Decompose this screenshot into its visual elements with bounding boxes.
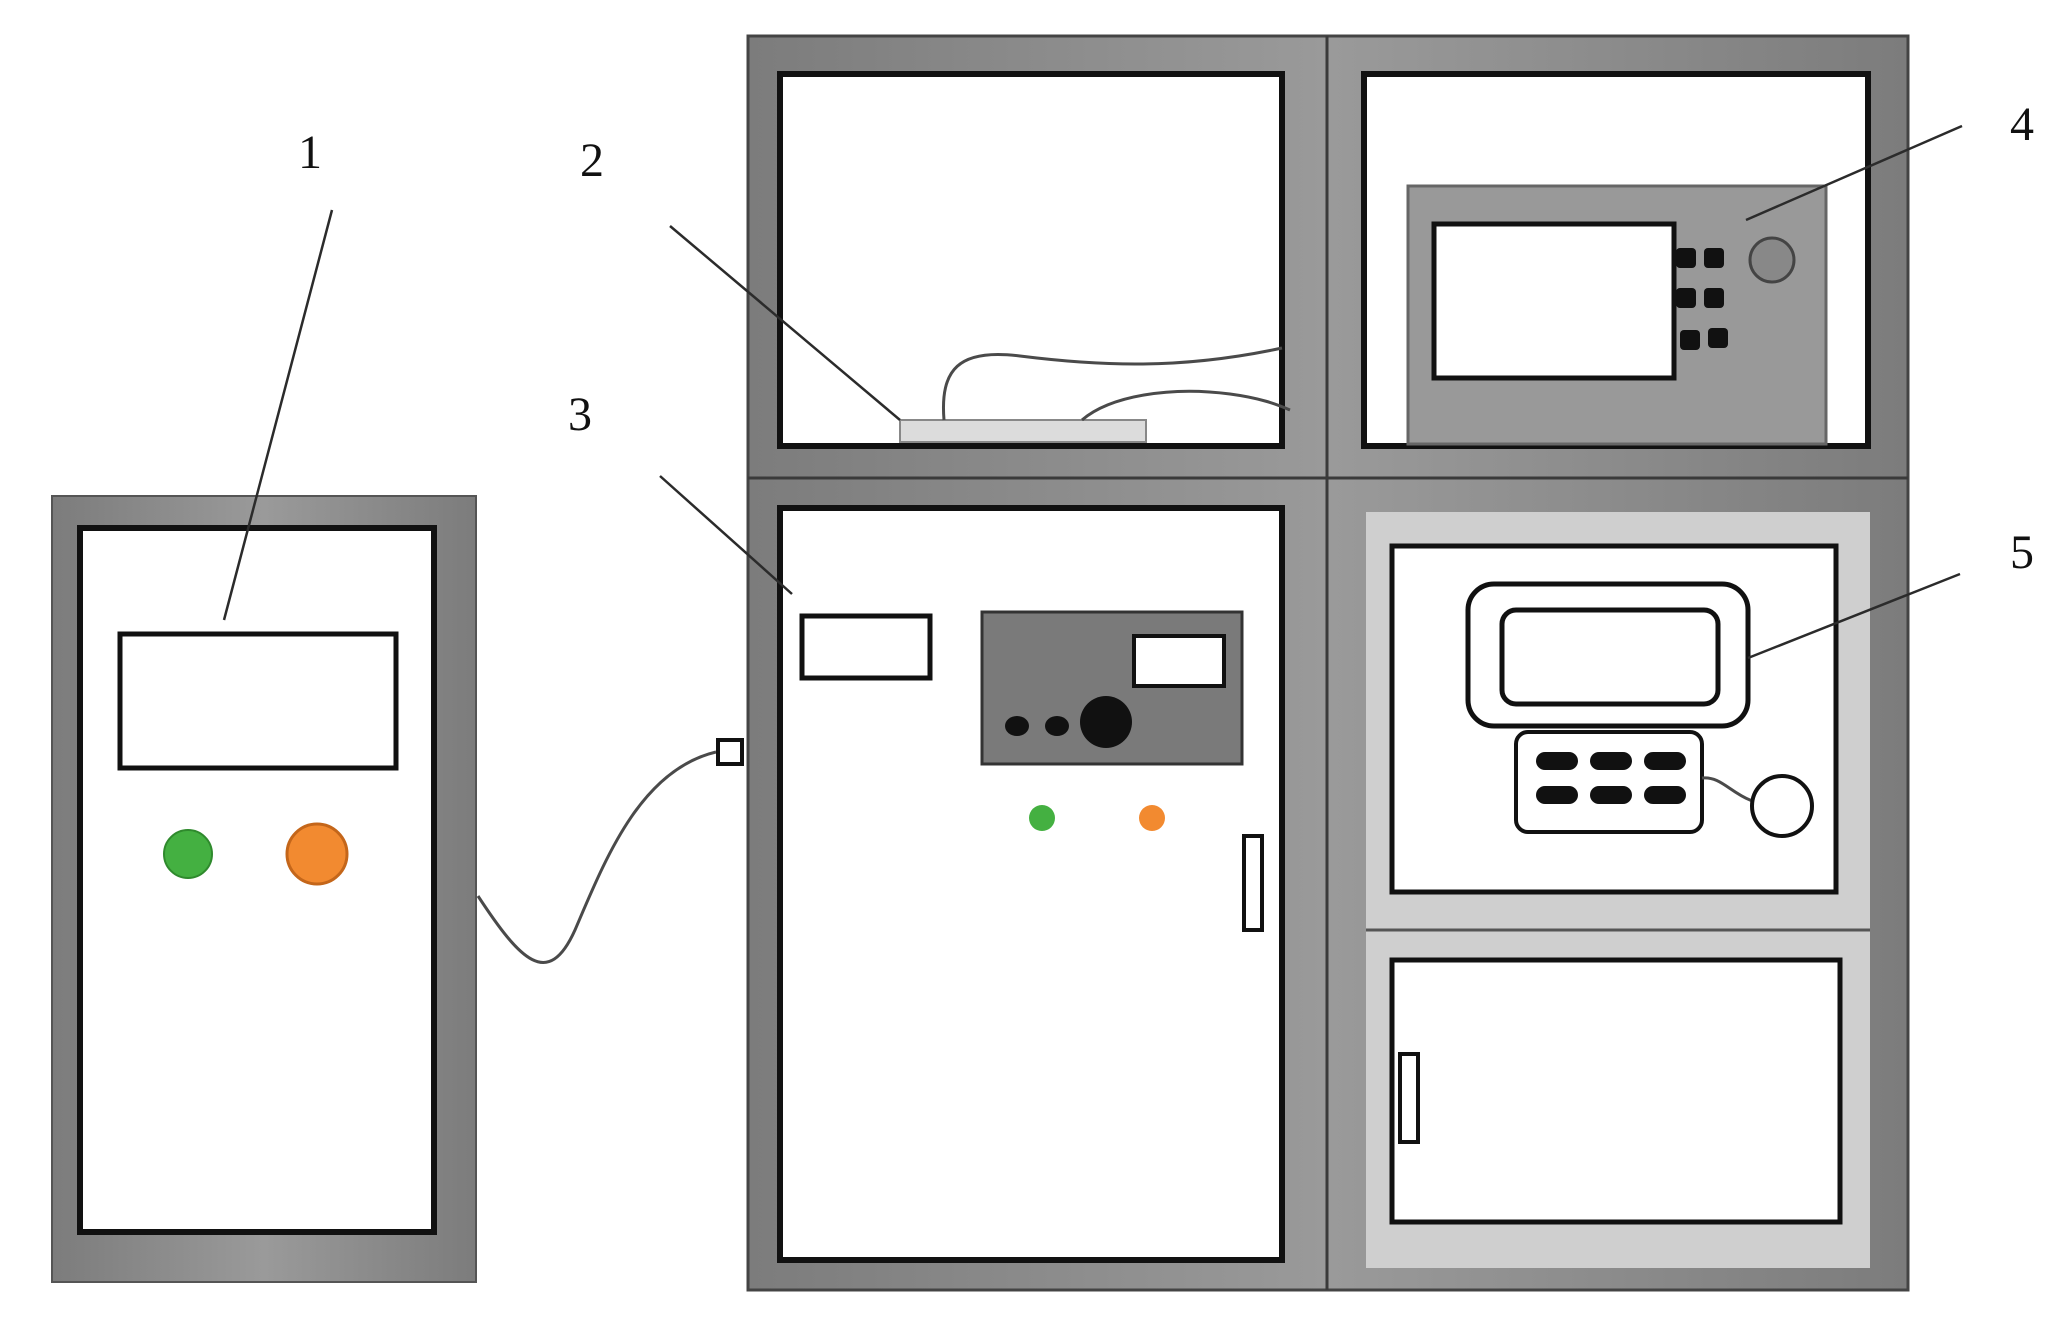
measuring-instrument-knob [1748,236,1796,284]
test-chamber-orange-indicator [1139,805,1165,831]
instrument-button [1704,248,1724,268]
instrument-button [1704,288,1724,308]
instrument-button [1708,328,1728,348]
test-chamber-green-indicator [1029,805,1055,831]
control-unit-large-knob [1080,696,1132,748]
sample-plate [899,419,1147,443]
storage-compartment-door [1389,957,1843,1225]
storage-compartment-handle [1398,1052,1420,1144]
terminal-key [1590,752,1632,770]
instrument-button [1676,248,1696,268]
data-terminal-keys [1536,752,1686,804]
lower-right-compartment [1366,512,1870,1268]
data-terminal-keypad [1514,730,1704,834]
control-cabinet-orange-indicator [285,822,349,886]
callout-label-4: 4 [2010,98,2034,151]
test-chamber-door-handle [1242,834,1264,932]
leader-line-3 [659,475,793,595]
upper-left-window [777,71,1285,449]
control-cabinet-display [117,631,399,771]
terminal-key [1590,786,1632,804]
test-chamber-cabinet [777,505,1285,1263]
leader-line-2 [669,225,901,421]
terminal-key [1536,752,1578,770]
instrument-button [1676,288,1696,308]
upper-right-compartment [1361,71,1871,449]
cable-connector [716,738,744,766]
sample-wire-1 [941,346,1283,421]
terminal-key [1644,752,1686,770]
connection-cable [476,750,717,964]
leader-line-1 [222,209,334,621]
terminal-key [1644,786,1686,804]
data-terminal-probe [1750,774,1814,838]
test-chamber-control-display [1132,634,1226,688]
data-terminal-screen [1499,607,1721,707]
leader-line-5 [1747,572,1961,660]
control-cabinet-green-indicator [163,829,213,879]
upper-left-compartment [777,71,1410,449]
terminal-key [1536,786,1578,804]
callout-label-1: 1 [298,126,322,179]
measuring-instrument-buttons [1676,248,1728,350]
control-unit-small-button [1005,716,1029,736]
callout-label-5: 5 [2010,526,2034,579]
instrument-button [1680,330,1700,350]
control-cabinet [51,495,477,1283]
callout-label-2: 2 [580,134,604,187]
leader-line-4 [1745,124,1963,222]
control-unit-small-button [1045,716,1069,736]
measuring-instrument-screen [1431,221,1677,381]
sample-wire-2 [1081,389,1291,422]
test-chamber-label-window [799,613,933,681]
callout-label-3: 3 [568,388,592,441]
